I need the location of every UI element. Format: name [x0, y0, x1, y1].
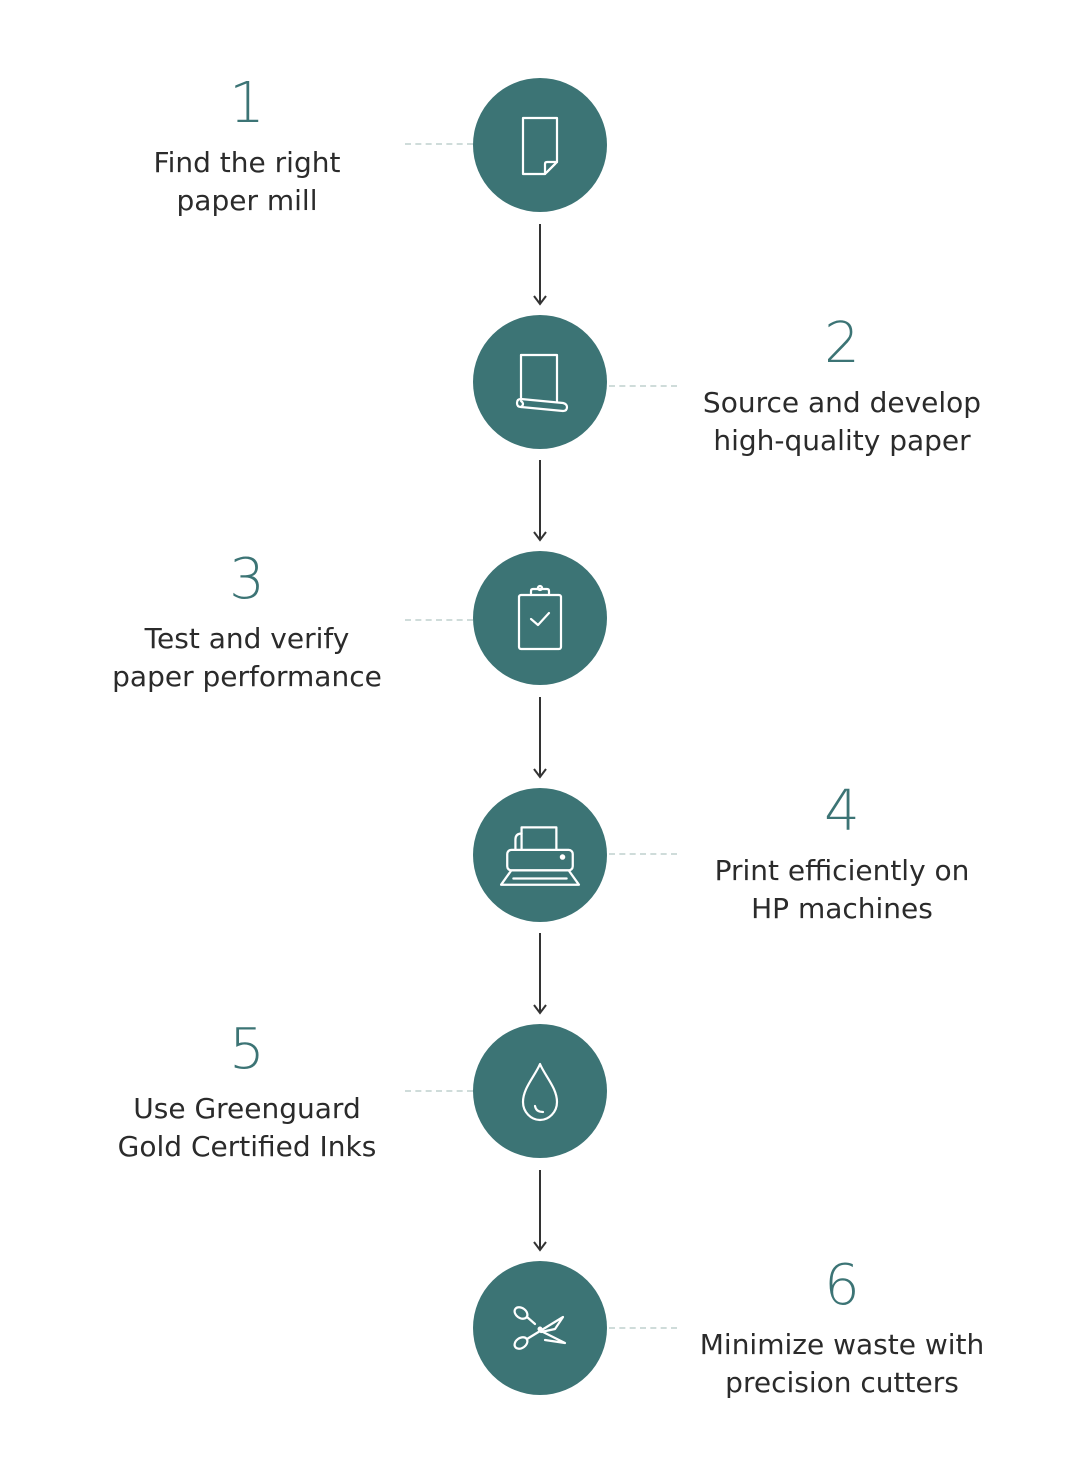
step-4-text: Print efficiently on HP machines: [677, 852, 1007, 928]
step-1-text-line2: paper mill: [176, 184, 318, 217]
step-1-text-line1: Find the right: [153, 146, 341, 179]
step-2-label: 2 Source and develop high-quality paper: [677, 316, 1007, 460]
step-6-text-line1: Minimize waste with: [699, 1328, 985, 1361]
step-4-number: 4: [824, 779, 860, 844]
step-3-label: 3 Test and verify paper performance: [82, 552, 412, 696]
arrow-4-5: [530, 933, 550, 1017]
step-5-text-line1: Use Greenguard: [133, 1092, 361, 1125]
step-6-text-line2: precision cutters: [725, 1366, 959, 1399]
step-1-connector: [405, 143, 473, 145]
arrow-3-4: [530, 697, 550, 781]
step-5-connector: [405, 1090, 473, 1092]
step-5-text-line2: Gold Certified Inks: [117, 1130, 377, 1163]
step-2-text-line1: Source and develop: [702, 386, 982, 419]
step-1-text: Find the right paper mill: [82, 144, 412, 220]
ink-drop-icon: [521, 1062, 559, 1122]
arrow-5-6: [530, 1170, 550, 1254]
step-6-circle: [473, 1261, 607, 1395]
step-2-connector: [609, 385, 677, 387]
arrow-down-icon: [533, 697, 547, 779]
step-6-label: 6 Minimize waste with precision cutters: [677, 1258, 1007, 1402]
step-4-circle: [473, 788, 607, 922]
step-4-text-line1: Print efficiently on: [714, 854, 970, 887]
printer-icon: [499, 826, 581, 886]
step-6-number: 6: [824, 1253, 860, 1318]
step-2-text-line2: high-quality paper: [713, 424, 971, 457]
step-4-connector: [609, 853, 677, 855]
step-5-circle: [473, 1024, 607, 1158]
step-6-text: Minimize waste with precision cutters: [677, 1326, 1007, 1402]
arrow-down-icon: [533, 1170, 547, 1252]
arrow-1-2: [530, 224, 550, 308]
step-3-text: Test and verify paper performance: [82, 620, 412, 696]
step-1-circle: [473, 78, 607, 212]
arrow-down-icon: [533, 933, 547, 1015]
step-3-circle: [473, 551, 607, 685]
step-5-text: Use Greenguard Gold Certified Inks: [82, 1090, 412, 1166]
paper-sheet-icon: [521, 116, 559, 176]
step-2-circle: [473, 315, 607, 449]
arrow-down-icon: [533, 460, 547, 542]
step-1-label: 1 Find the right paper mill: [82, 76, 412, 220]
step-3-text-line2: paper performance: [112, 660, 382, 693]
step-4-text-line2: HP machines: [751, 892, 933, 925]
paper-roll-icon: [515, 353, 569, 413]
step-2-number: 2: [824, 311, 860, 376]
step-3-connector: [405, 619, 473, 621]
arrow-down-icon: [533, 224, 547, 306]
step-6-connector: [609, 1327, 677, 1329]
clipboard-check-icon: [517, 584, 563, 651]
scissors-icon: [513, 1306, 567, 1350]
step-4-label: 4 Print efficiently on HP machines: [677, 784, 1007, 928]
step-5-label: 5 Use Greenguard Gold Certified Inks: [82, 1022, 412, 1166]
step-5-number: 5: [229, 1017, 265, 1082]
step-3-text-line1: Test and verify: [144, 622, 350, 655]
step-2-text: Source and develop high-quality paper: [677, 384, 1007, 460]
arrow-2-3: [530, 460, 550, 544]
step-1-number: 1: [229, 71, 265, 136]
step-3-number: 3: [229, 547, 265, 612]
